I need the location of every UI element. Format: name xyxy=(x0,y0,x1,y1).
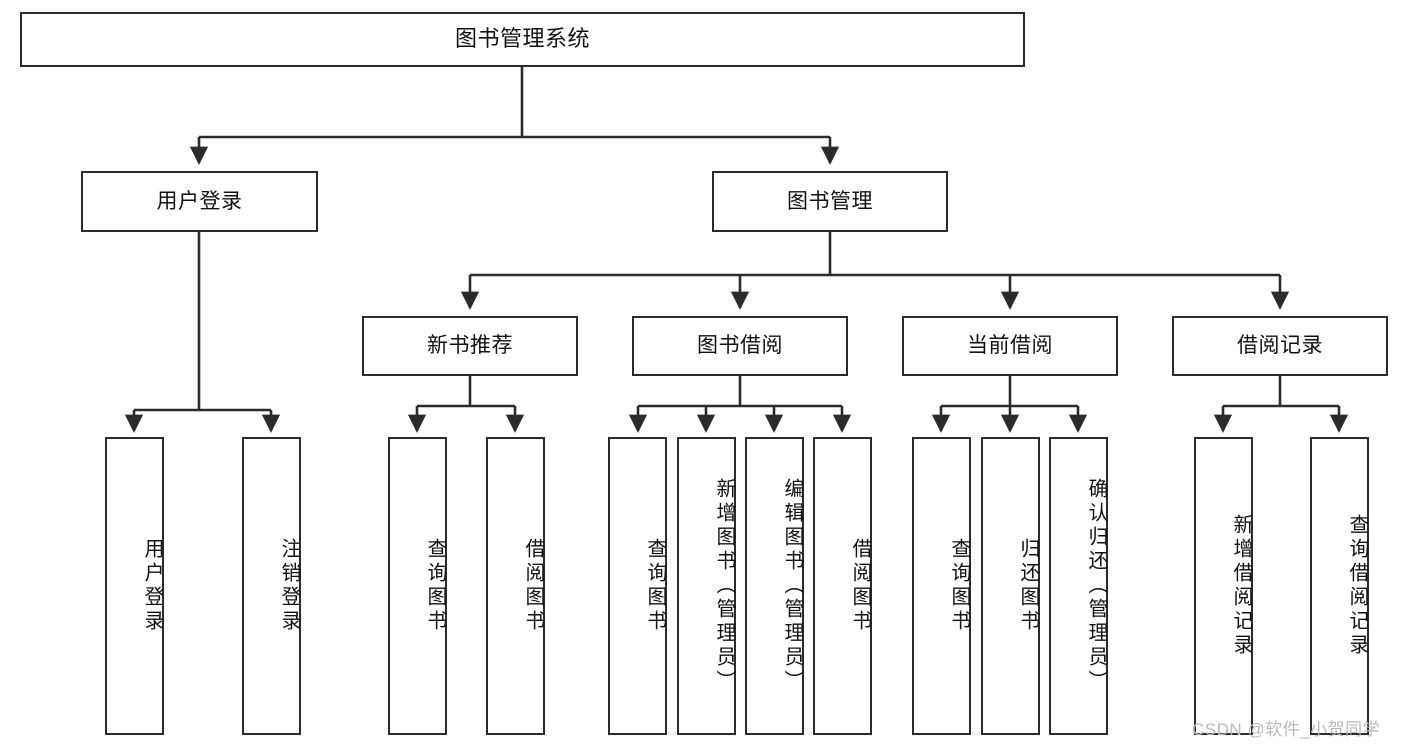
node-leaf-query-book-3[interactable]: 查询图书 xyxy=(912,437,971,735)
node-leaf-borrow-book-2[interactable]: 借阅图书 xyxy=(813,437,872,735)
node-leaf-borrow-book-1-label: 借阅图书 xyxy=(522,538,544,634)
node-book-borrow-label: 图书借阅 xyxy=(697,334,783,358)
node-leaf-query-record[interactable]: 查询借阅记录 xyxy=(1310,437,1369,735)
node-current-borrow-label: 当前借阅 xyxy=(967,334,1053,358)
node-leaf-query-book-2[interactable]: 查询图书 xyxy=(608,437,667,735)
node-book-management-label: 图书管理 xyxy=(787,189,873,213)
node-leaf-edit-book-label: 编辑图书（管理员） xyxy=(781,478,803,694)
node-leaf-user-login[interactable]: 用户登录 xyxy=(105,437,164,735)
node-new-book-recommend[interactable]: 新书推荐 xyxy=(362,316,578,376)
node-leaf-return-book-label: 归还图书 xyxy=(1017,538,1039,634)
node-book-borrow[interactable]: 图书借阅 xyxy=(632,316,848,376)
node-leaf-borrow-book-1[interactable]: 借阅图书 xyxy=(486,437,545,735)
node-book-management[interactable]: 图书管理 xyxy=(712,171,948,232)
node-user-login[interactable]: 用户登录 xyxy=(81,171,318,232)
node-leaf-logout-login-label: 注销登录 xyxy=(278,538,300,634)
node-new-book-recommend-label: 新书推荐 xyxy=(427,334,513,358)
node-leaf-add-book-label: 新增图书（管理员） xyxy=(713,478,735,694)
node-user-login-label: 用户登录 xyxy=(156,189,243,213)
node-leaf-add-record-label: 新增借阅记录 xyxy=(1230,514,1252,658)
node-leaf-confirm-return-label: 确认归还（管理员） xyxy=(1085,478,1107,694)
node-leaf-query-book-3-label: 查询图书 xyxy=(948,538,970,634)
node-leaf-logout-login[interactable]: 注销登录 xyxy=(242,437,301,735)
node-leaf-edit-book[interactable]: 编辑图书（管理员） xyxy=(745,437,804,735)
node-leaf-query-book-2-label: 查询图书 xyxy=(644,538,666,634)
node-leaf-confirm-return[interactable]: 确认归还（管理员） xyxy=(1049,437,1108,735)
node-borrow-record-label: 借阅记录 xyxy=(1237,334,1323,358)
node-current-borrow[interactable]: 当前借阅 xyxy=(902,316,1118,376)
node-root-label: 图书管理系统 xyxy=(454,26,590,52)
node-root[interactable]: 图书管理系统 xyxy=(20,12,1025,67)
node-borrow-record[interactable]: 借阅记录 xyxy=(1172,316,1388,376)
node-leaf-query-book-1[interactable]: 查询图书 xyxy=(388,437,447,735)
node-leaf-user-login-label: 用户登录 xyxy=(141,538,163,634)
node-leaf-query-book-1-label: 查询图书 xyxy=(424,538,446,634)
csdn-watermark: CSDN @软件_小贺同学 xyxy=(1192,720,1381,739)
node-leaf-query-record-label: 查询借阅记录 xyxy=(1346,514,1368,658)
node-leaf-borrow-book-2-label: 借阅图书 xyxy=(849,538,871,634)
node-leaf-add-book[interactable]: 新增图书（管理员） xyxy=(677,437,736,735)
node-leaf-add-record[interactable]: 新增借阅记录 xyxy=(1194,437,1253,735)
node-leaf-return-book[interactable]: 归还图书 xyxy=(981,437,1040,735)
